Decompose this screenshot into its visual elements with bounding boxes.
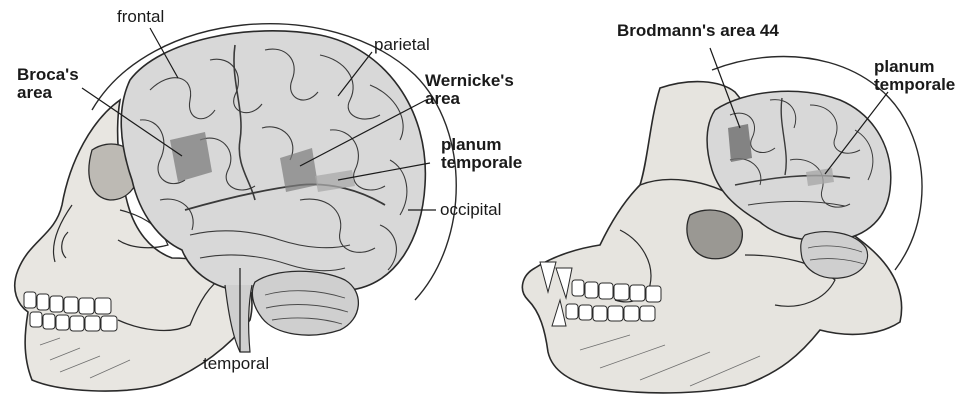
label-human-planum-line2: temporale bbox=[441, 154, 522, 172]
ape-eye-socket bbox=[687, 210, 742, 259]
label-brodmann-area-44: Brodmann's area 44 bbox=[617, 22, 779, 40]
label-temporal: temporal bbox=[203, 355, 269, 373]
label-occipital: occipital bbox=[440, 201, 501, 219]
ape-illustration bbox=[522, 48, 922, 393]
label-parietal: parietal bbox=[374, 36, 430, 54]
label-wernicke-area: Wernicke's area bbox=[425, 72, 514, 108]
label-ape-planum-temporale: planum temporale bbox=[874, 58, 955, 94]
label-broca-line1: Broca's bbox=[17, 66, 79, 84]
label-ape-planum-line2: temporale bbox=[874, 76, 955, 94]
brodmann-area-44-highlight bbox=[728, 124, 752, 162]
label-human-planum-line1: planum bbox=[441, 136, 522, 154]
label-broca-area: Broca's area bbox=[17, 66, 79, 102]
label-frontal: frontal bbox=[117, 8, 164, 26]
human-cerebellum bbox=[252, 271, 358, 335]
label-wernicke-line1: Wernicke's bbox=[425, 72, 514, 90]
label-ape-planum-line1: planum bbox=[874, 58, 955, 76]
human-illustration bbox=[15, 24, 457, 391]
human-teeth bbox=[24, 292, 117, 331]
label-broca-line2: area bbox=[17, 84, 79, 102]
label-wernicke-line2: area bbox=[425, 90, 514, 108]
label-human-planum-temporale: planum temporale bbox=[441, 136, 522, 172]
